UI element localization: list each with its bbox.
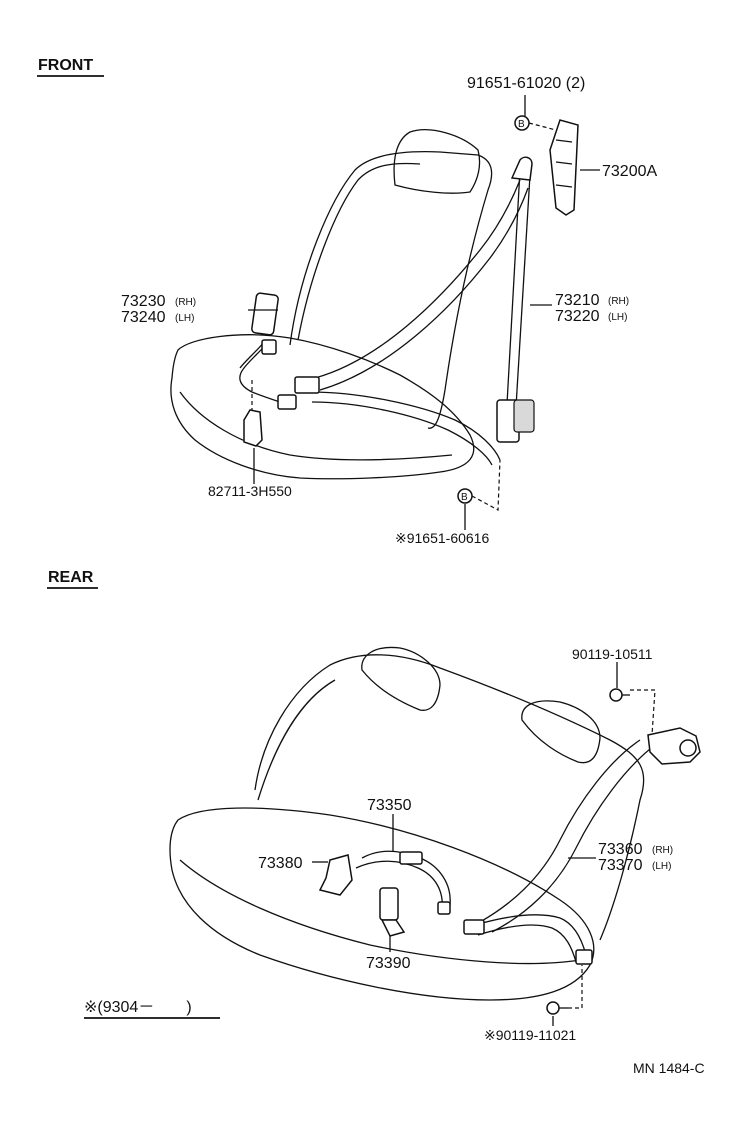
label-73350: 73350	[367, 797, 412, 814]
label-73210-side: (RH)	[608, 296, 629, 307]
label-73360-side: (RH)	[652, 845, 673, 856]
rear-bolt-lower	[546, 1001, 568, 1015]
label-91651-61020: 91651-61020 (2)	[467, 75, 585, 92]
label-73360: 73360	[598, 841, 643, 858]
label-91651-60616: ※91651-60616	[395, 530, 489, 546]
rear-bolt-upper-dash	[630, 689, 656, 736]
rear-buckle-73390	[379, 887, 406, 937]
upper-anchor-73200a	[549, 119, 579, 216]
marker-b-upper-text: B	[518, 119, 525, 130]
rear-center-belt-73350	[355, 850, 451, 915]
label-90119-10511: 90119-10511	[572, 646, 653, 662]
label-73230-side: (RH)	[175, 297, 196, 308]
label-82711-3h550: 82711-3H550	[208, 483, 292, 499]
front-buckle	[239, 292, 297, 410]
label-73240: 73240	[121, 309, 166, 326]
rear-outer-belt	[463, 727, 701, 965]
footnote: ※(9304－ )	[84, 999, 192, 1016]
marker-b-upper-dash	[528, 122, 557, 131]
label-73230: 73230	[121, 293, 166, 310]
rear-bolt-upper	[609, 688, 630, 702]
front-seat	[170, 129, 493, 480]
label-73240-side: (LH)	[175, 313, 194, 324]
marker-b-lower-dash	[471, 459, 501, 511]
front-seat-belt	[294, 156, 535, 466]
rear-seat	[169, 646, 645, 1001]
label-73220: 73220	[555, 308, 600, 325]
drawing-code: MN 1484-C	[633, 1060, 705, 1076]
front-bracket-82711	[243, 409, 263, 447]
rear-bolt-lower-dash	[568, 965, 583, 1009]
label-73370: 73370	[598, 857, 643, 874]
label-73370-side: (LH)	[652, 861, 671, 872]
label-73210: 73210	[555, 292, 600, 309]
section-rear-title: REAR	[48, 569, 94, 586]
rear-buckle-73380	[318, 854, 353, 896]
label-73380: 73380	[258, 855, 303, 872]
marker-b-lower-text: B	[461, 492, 468, 503]
label-73390: 73390	[366, 955, 411, 972]
label-73220-side: (LH)	[608, 312, 627, 323]
label-73200a: 73200A	[602, 163, 657, 180]
label-90119-11021: ※90119-11021	[484, 1027, 576, 1043]
section-front-title: FRONT	[38, 57, 93, 74]
